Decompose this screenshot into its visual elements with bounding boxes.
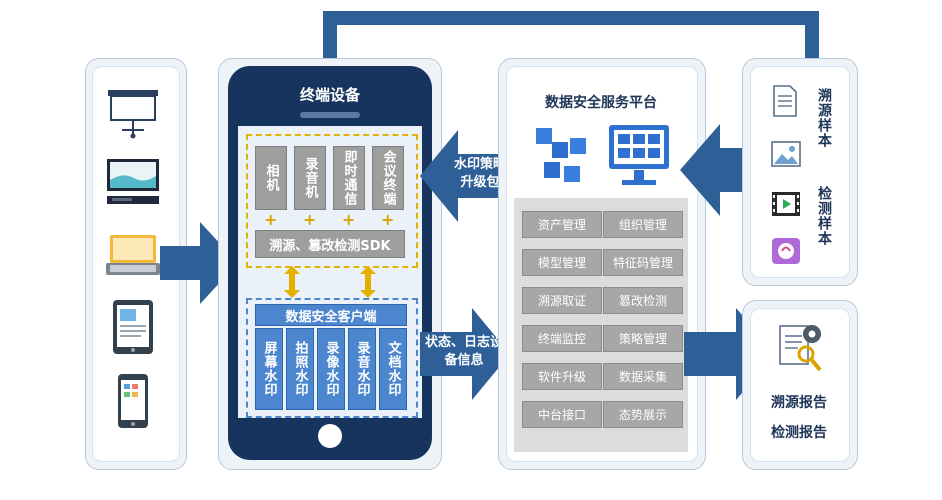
client-title-bar: 数据安全客户端 xyxy=(255,304,407,326)
client-dashed-area xyxy=(246,298,418,418)
report-gear-icon xyxy=(779,325,822,372)
desktop-computer-icon xyxy=(107,159,159,204)
terminal-home-button[interactable] xyxy=(318,424,342,448)
module-terminal-monitoring[interactable]: 终端监控 xyxy=(522,325,602,352)
watermark-audio: 录音水印 xyxy=(348,328,376,410)
tablet-icon xyxy=(113,300,153,354)
module-feature-code-management[interactable]: 特征码管理 xyxy=(603,249,683,276)
plus-icon: + xyxy=(264,210,278,229)
watermark-photo: 拍照水印 xyxy=(286,328,314,410)
app-recorder: 录音机 xyxy=(294,146,326,210)
module-tamper-detection[interactable]: 篡改检测 xyxy=(603,287,683,314)
policy-arrow-label: 水印策略升级包 xyxy=(453,157,506,190)
trace-report-label: 溯源报告 xyxy=(771,395,827,411)
module-asset-management[interactable]: 资产管理 xyxy=(522,211,602,238)
watermark-screen: 屏幕水印 xyxy=(255,328,283,410)
trace-sample-label: 溯源样本 xyxy=(816,88,832,148)
smartphone-icon xyxy=(118,374,148,428)
detect-sample-label: 检测样本 xyxy=(816,186,832,246)
document-icon xyxy=(773,85,797,117)
monitor-dashboard-icon xyxy=(609,125,669,185)
detect-report-label: 检测报告 xyxy=(771,425,827,441)
status-arrow-label: 状态、日志设备信息 xyxy=(424,335,503,368)
app-meeting-terminal: 会议终端 xyxy=(372,146,404,210)
module-organization-management[interactable]: 组织管理 xyxy=(603,211,683,238)
server-cubes-icon xyxy=(536,128,586,182)
module-situation-display[interactable]: 态势展示 xyxy=(603,401,683,428)
audio-app-icon xyxy=(772,238,800,264)
module-middle-platform-interface[interactable]: 中台接口 xyxy=(522,401,602,428)
terminal-title: 终端设备 xyxy=(299,86,360,104)
image-icon xyxy=(771,141,801,167)
module-data-collection[interactable]: 数据采集 xyxy=(603,363,683,390)
laptop-icon xyxy=(106,235,160,275)
projector-icon xyxy=(108,90,158,139)
app-instant-messaging: 即时通信 xyxy=(333,146,365,210)
watermark-video: 录像水印 xyxy=(317,328,345,410)
terminal-speaker xyxy=(300,112,360,118)
sdk-dashed-area xyxy=(246,134,418,268)
module-policy-management[interactable]: 策略管理 xyxy=(603,325,683,352)
video-icon xyxy=(772,192,800,216)
samples-to-platform-arrow xyxy=(680,124,772,216)
watermark-document: 文档水印 xyxy=(379,328,407,410)
module-trace-forensics[interactable]: 溯源取证 xyxy=(522,287,602,314)
module-model-management[interactable]: 模型管理 xyxy=(522,249,602,276)
sdk-bar: 溯源、篡改检测SDK xyxy=(255,230,405,258)
app-camera: 相机 xyxy=(255,146,287,210)
plus-icon: + xyxy=(381,210,395,229)
plus-icon: + xyxy=(303,210,317,229)
policy-arrow xyxy=(420,130,508,222)
plus-icon: + xyxy=(342,210,356,229)
platform-title: 数据安全服务平台 xyxy=(545,95,657,111)
status-arrow xyxy=(420,308,510,400)
sdk-client-link-icon xyxy=(284,266,376,298)
module-software-upgrade[interactable]: 软件升级 xyxy=(522,363,602,390)
